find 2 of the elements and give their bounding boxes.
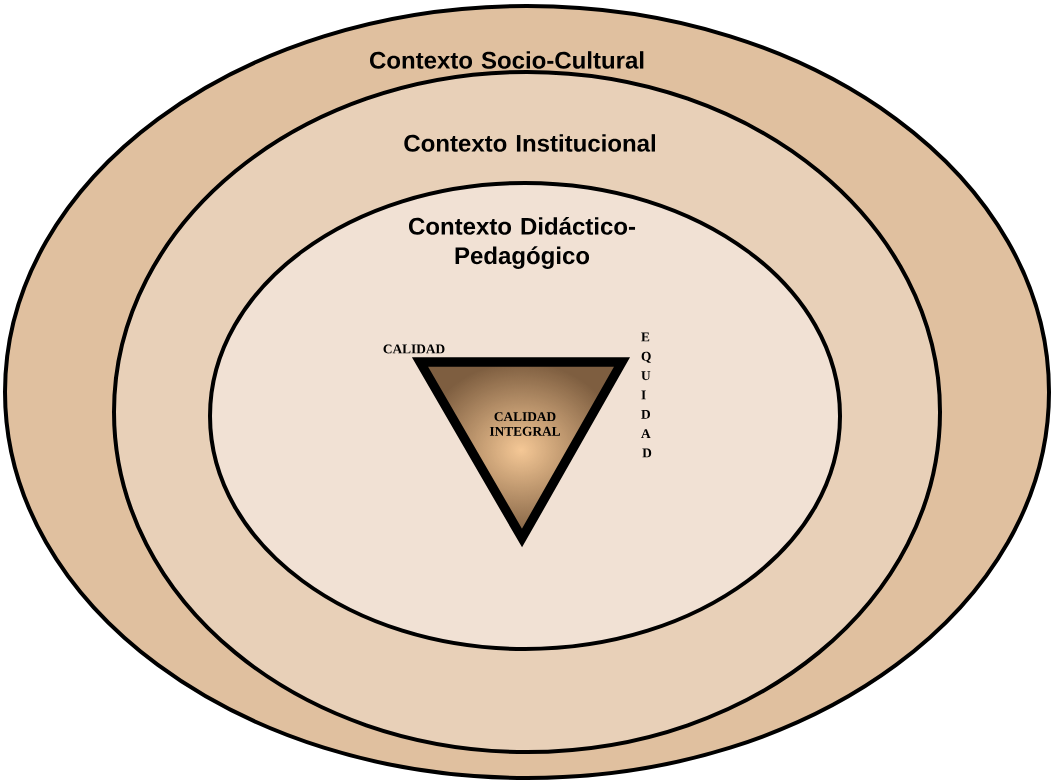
corner-label: CALIDAD (383, 344, 445, 354)
corner-label: EQUIDAD (641, 332, 652, 458)
